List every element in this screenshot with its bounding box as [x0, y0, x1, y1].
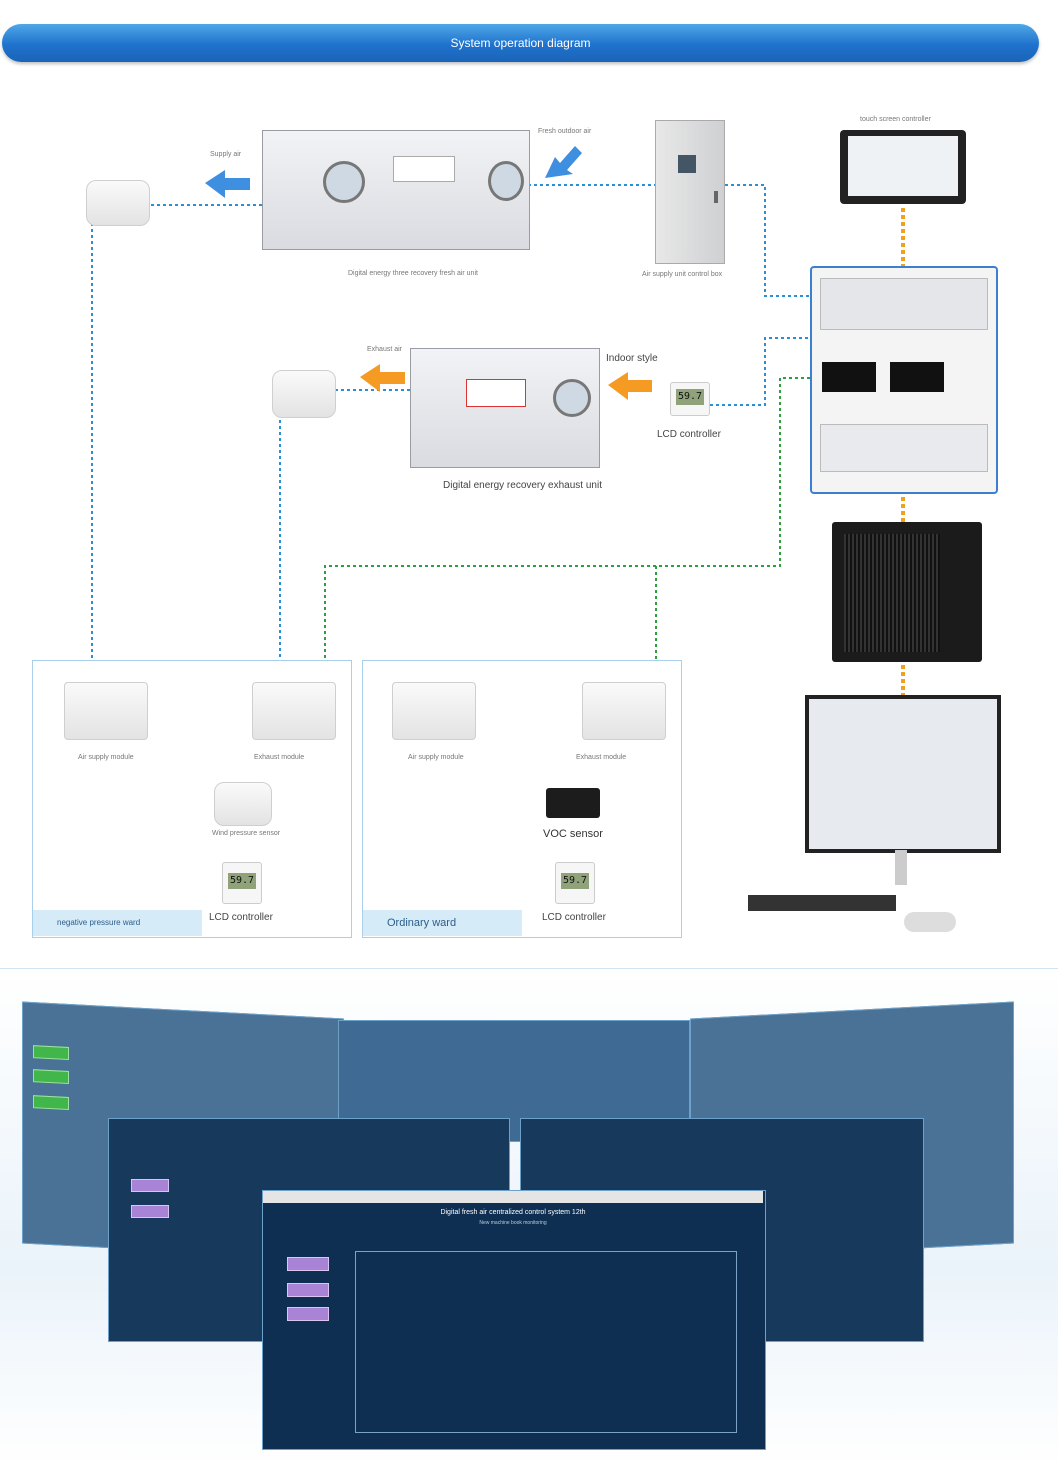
exhaust-pressure-sensor — [272, 370, 336, 418]
viewport-icon — [553, 379, 591, 417]
ord-lcd-controller: 59.7 — [555, 862, 595, 904]
panel-module — [822, 362, 876, 392]
mouse — [904, 912, 956, 932]
unit-nameplate — [466, 379, 526, 407]
exhaust-unit-label: Digital energy recovery exhaust unit — [443, 480, 602, 491]
monitor — [805, 695, 1001, 853]
screen-btn — [33, 1045, 69, 1061]
fresh-outdoor-air-label: Fresh outdoor air — [538, 128, 592, 135]
fresh-air-arrow — [545, 146, 582, 178]
screen-front-title: Digital fresh air centralized control sy… — [440, 1209, 586, 1216]
wire-lcd-panel — [710, 337, 810, 406]
lcd-controller-label: LCD controller — [657, 429, 721, 440]
neg-air-supply-module — [64, 682, 148, 740]
title-banner: System operation diagram — [2, 24, 1039, 62]
lcd-reading: 59.7 — [676, 389, 704, 405]
ord-lcd-label: LCD controller — [542, 912, 606, 923]
touch-screen-controller — [840, 130, 966, 204]
ord-air-supply-module — [392, 682, 476, 740]
keyboard — [748, 895, 896, 911]
control-box — [655, 120, 725, 264]
fresh-air-unit-label: Digital energy three recovery fresh air … — [348, 270, 478, 277]
exhaust-unit — [410, 348, 600, 468]
ord-exhaust-module — [582, 682, 666, 740]
screen-btn — [131, 1205, 169, 1218]
screen-btn — [33, 1095, 69, 1111]
supply-air-label: Supply air — [210, 151, 242, 158]
server-cabinet — [832, 522, 982, 662]
wire-panel-wards — [324, 377, 810, 690]
screen-btn — [287, 1257, 329, 1271]
touch-screen-label: touch screen controller — [860, 116, 931, 123]
screen-btn — [287, 1283, 329, 1297]
neg-exhaust-label: Exhaust module — [254, 754, 305, 761]
panel-io-row — [820, 424, 988, 472]
screen-btn — [33, 1069, 69, 1085]
neg-exhaust-module — [252, 682, 336, 740]
lcd-controller-indoor: 59.7 — [670, 382, 710, 416]
floor-plan — [355, 1251, 737, 1433]
wind-sensor-label: Wind pressure sensor — [212, 830, 281, 837]
panel-module — [890, 362, 944, 392]
ord-air-supply-label: Air supply module — [408, 754, 464, 761]
screen-titlebar — [263, 1191, 763, 1203]
fresh-air-unit — [262, 130, 530, 250]
indoor-air-arrow — [608, 372, 652, 400]
control-panel — [810, 266, 998, 494]
unit-nameplate — [393, 156, 455, 182]
ordinary-ward-tab: Ordinary ward — [363, 910, 522, 936]
screen-btn — [287, 1307, 329, 1321]
wind-pressure-sensor — [214, 782, 272, 826]
neg-lcd-reading: 59.7 — [228, 873, 256, 889]
control-box-handle — [714, 191, 718, 203]
screen-front: Digital fresh air centralized control sy… — [262, 1190, 766, 1450]
wire-controlbox-panel — [725, 184, 810, 297]
neg-lcd-label: LCD controller — [209, 912, 273, 923]
screen-btn — [131, 1179, 169, 1192]
voc-sensor-label: VOC sensor — [543, 828, 603, 840]
neg-lcd-controller: 59.7 — [222, 862, 262, 904]
page-title: System operation diagram — [450, 36, 591, 50]
exhaust-air-arrow — [360, 364, 405, 392]
supply-pressure-sensor — [86, 180, 150, 226]
exhaust-air-label: Exhaust air — [367, 346, 403, 353]
indoor-style-label: Indoor style — [606, 353, 658, 364]
control-box-display — [678, 155, 696, 173]
panel-breaker-row — [820, 278, 988, 330]
cabinet-door-mesh — [844, 534, 940, 652]
voc-sensor — [546, 788, 600, 818]
viewport-icon — [488, 161, 524, 201]
section-divider — [0, 968, 1058, 969]
neg-air-supply-label: Air supply module — [78, 754, 134, 761]
ord-lcd-reading: 59.7 — [561, 873, 589, 889]
ord-exhaust-label: Exhaust module — [576, 754, 627, 761]
control-box-label: Air supply unit control box — [642, 271, 723, 278]
supply-air-arrow — [205, 170, 250, 198]
touch-screen-display — [848, 136, 958, 196]
viewport-icon — [323, 161, 365, 203]
screen-front-subtitle: New machine book monitoring — [479, 1220, 547, 1226]
negative-ward-tab: negative pressure ward — [33, 910, 202, 936]
monitor-stand — [895, 850, 907, 885]
